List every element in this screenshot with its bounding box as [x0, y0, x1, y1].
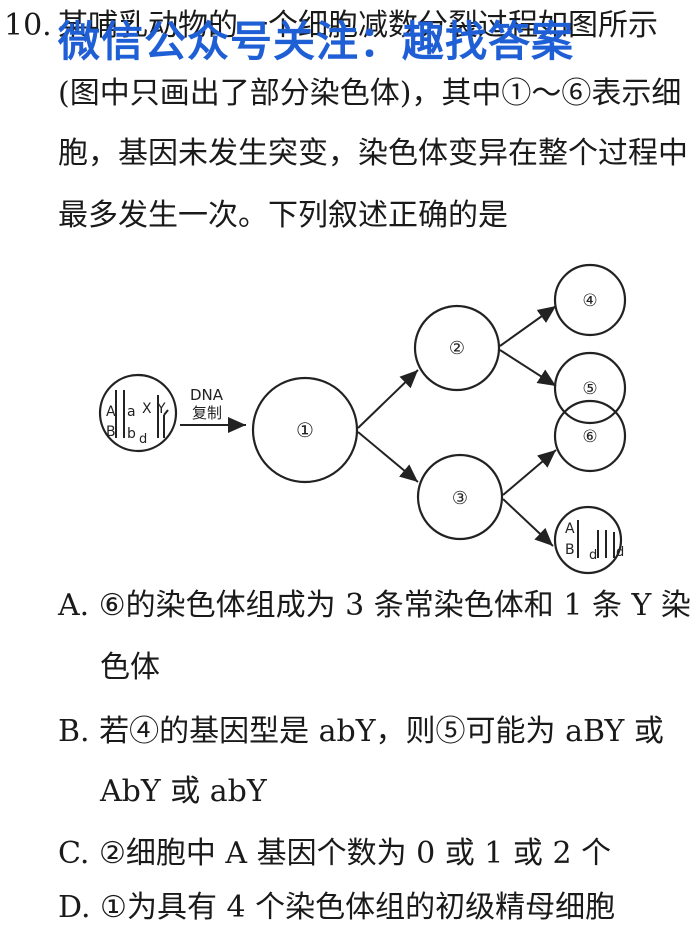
cell-3: ③ — [416, 453, 504, 541]
question-line-2: (图中只画出了部分染色体)，其中①～⑥表示细 — [58, 76, 682, 111]
question-line-4: 最多发生一次。下列叙述正确的是 — [58, 198, 508, 233]
gene-b: b — [127, 426, 136, 442]
gene-a: a — [127, 404, 136, 420]
option-a-line-1: A. ⑥的染色体组成为 3 条常染色体和 1 条 Y 染 — [58, 588, 691, 623]
cell-5-label: ⑤ — [582, 379, 597, 399]
gene-X: X — [142, 401, 152, 417]
option-b-line-1: B. 若④的基因型是 abY，则⑤可能为 aBY 或 — [58, 714, 664, 749]
end-gene-B: B — [565, 542, 575, 558]
gene-A: A — [106, 404, 116, 420]
meiosis-diagram: A B a b d X Y DNA 复制 ① ② ③ ④ ⑤ — [98, 263, 627, 575]
question-line-1: 某哺乳动物的一个细胞减数分裂过程如图所示 — [58, 8, 658, 43]
gene-Y: Y — [156, 401, 166, 417]
end-cell: A B d d — [553, 505, 624, 575]
cell-1: ① — [251, 376, 359, 484]
cell-5: ⑤ — [553, 351, 627, 425]
option-b-line-2: AbY 或 abY — [100, 774, 267, 809]
dna-label: DNA — [190, 386, 224, 404]
option-d: D. ①为具有 4 个染色体组的初级精母细胞 — [58, 890, 616, 925]
gene-d: d — [139, 432, 147, 447]
end-gene-d2: d — [616, 545, 624, 560]
cell-2-label: ② — [449, 338, 465, 359]
option-c: C. ②细胞中 A 基因个数为 0 或 1 或 2 个 — [58, 836, 612, 871]
gene-B: B — [106, 424, 116, 440]
cell-6: ⑥ — [553, 399, 627, 473]
cell-6-label: ⑥ — [582, 427, 597, 447]
watermark-overlay: 微信公众号关注：趣找答案 — [58, 17, 575, 66]
cell-2: ② — [413, 304, 501, 392]
cell-4: ④ — [553, 263, 627, 337]
end-gene-A: A — [565, 521, 575, 537]
end-gene-d1: d — [589, 548, 597, 563]
question-number: 10. — [4, 8, 52, 43]
start-cell: A B a b d X Y — [98, 373, 178, 453]
option-a-line-2: 色体 — [100, 650, 160, 685]
question-line-3: 胞，基因未发生突变，染色体变异在整个过程中 — [58, 136, 688, 171]
dna-replication-arrow: DNA 复制 — [180, 386, 246, 433]
cell-4-label: ④ — [582, 291, 597, 311]
replication-label: 复制 — [192, 404, 222, 422]
cell-3-label: ③ — [452, 488, 468, 509]
cell-1-label: ① — [296, 418, 314, 442]
